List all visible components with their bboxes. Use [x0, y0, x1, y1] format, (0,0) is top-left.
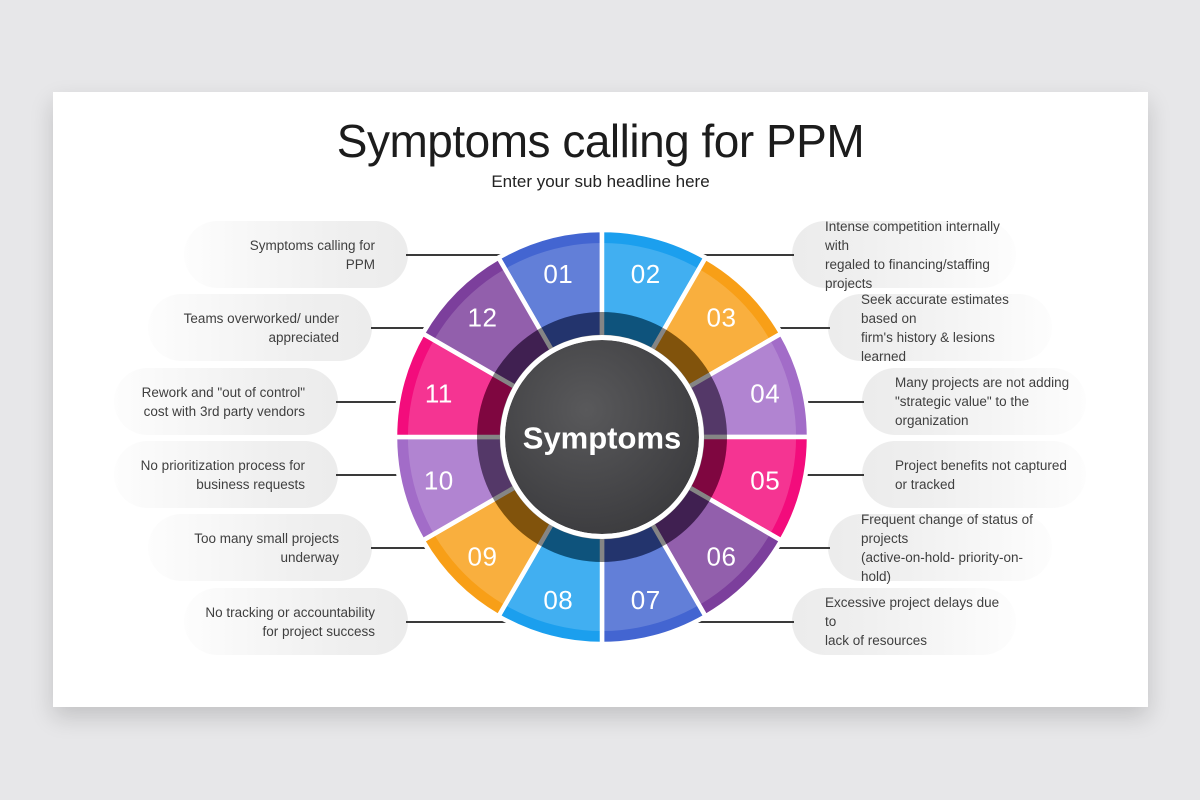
connector-line: [804, 474, 864, 476]
segment-number-11: 11: [425, 378, 453, 408]
callout-pill-right-3: Many projects are not adding "strategic …: [862, 368, 1086, 435]
connector-line: [804, 401, 864, 403]
connector-line: [776, 547, 830, 549]
segment-number-05: 05: [750, 466, 780, 496]
page-subtitle: Enter your sub headline here: [491, 172, 710, 191]
connector-line: [406, 254, 504, 256]
wheel-diagram: Symptoms 01 02 03 04 05 06 07 08 09 10 11 12: [392, 227, 812, 647]
wheel-gloss-ring: [407, 242, 797, 631]
center-circle: [505, 340, 699, 534]
callout-text: business requests: [196, 476, 305, 492]
callout-pill-left-1: Symptoms calling for PPM: [184, 221, 408, 288]
callout-text: cost with 3rd party vendors: [143, 403, 305, 419]
callout-text: No tracking or accountability: [205, 604, 375, 620]
segment-number-03: 03: [707, 303, 737, 333]
connector-line: [406, 621, 510, 623]
callout-text: Teams overworked/ under: [183, 310, 339, 326]
segment-number-02: 02: [631, 259, 661, 289]
page-title: Symptoms calling for PPM: [336, 115, 865, 167]
callout-text: Frequent change of status of projects: [861, 511, 1033, 546]
segment-number-04: 04: [750, 378, 780, 408]
connector-line: [336, 474, 399, 476]
segment-number-01: 01: [543, 259, 573, 289]
segment-number-07: 07: [631, 585, 661, 615]
callout-pill-left-3: Rework and "out of control" cost with 3r…: [114, 368, 338, 435]
connector-line: [699, 254, 794, 256]
callout-pill-right-6: Excessive project delays due to lack of …: [792, 588, 1016, 655]
callout-text: Too many small projects: [194, 530, 339, 546]
callout-text: "strategic value" to the organization: [895, 394, 1030, 428]
callout-text: Intense competition internally with: [825, 218, 1000, 253]
callout-pill-left-6: No tracking or accountability for projec…: [184, 588, 408, 655]
callout-text: regaled to financing/staffing projects: [825, 256, 990, 291]
segment-number-09: 09: [468, 542, 498, 572]
callout-pill-right-2: Seek accurate estimates based on firm's …: [828, 292, 1052, 364]
callout-text: Excessive project delays due to: [825, 595, 1000, 629]
callout-text: underway: [280, 549, 339, 565]
callout-pill-left-4: No prioritization process for business r…: [114, 441, 338, 508]
callout-pill-right-1: Intense competition internally with rega…: [792, 219, 1016, 291]
center-label: Symptoms: [523, 421, 681, 456]
callout-text: Symptoms calling for: [249, 237, 375, 253]
connector-line: [694, 621, 794, 623]
callout-text: Rework and "out of control": [141, 384, 305, 400]
callout-pill-left-5: Too many small projects underway: [148, 514, 372, 581]
callout-text: No prioritization process for: [140, 457, 305, 473]
connector-line: [371, 327, 428, 329]
callout-text: Many projects are not adding: [895, 375, 1070, 390]
callout-text: Project benefits not captured: [895, 457, 1067, 473]
callout-pill-right-5: Frequent change of status of projects (a…: [828, 512, 1052, 584]
callout-pill-right-4: Project benefits not captured or tracked: [862, 441, 1086, 508]
segment-number-12: 12: [468, 303, 498, 333]
callout-text: for project success: [262, 623, 375, 639]
callout-text: appreciated: [268, 329, 339, 345]
connector-line: [371, 547, 428, 549]
callout-pill-left-2: Teams overworked/ under appreciated: [148, 294, 372, 361]
connector-line: [336, 401, 399, 403]
callout-text: or tracked: [895, 476, 956, 492]
callout-text: firm's history & lesions learned: [861, 329, 995, 364]
segment-number-08: 08: [543, 585, 573, 615]
callout-text: Seek accurate estimates based on: [861, 291, 1009, 326]
callout-text: PPM: [345, 256, 375, 272]
segment-number-10: 10: [424, 466, 454, 496]
callout-text: lack of resources: [825, 633, 928, 648]
callout-text: (active-on-hold- priority-on-hold): [861, 549, 1024, 584]
center-circle-ring: [500, 335, 704, 539]
slide-card: Symptoms calling for PPM Enter your sub …: [53, 92, 1148, 707]
segment-number-06: 06: [707, 542, 737, 572]
connector-line: [776, 327, 830, 329]
